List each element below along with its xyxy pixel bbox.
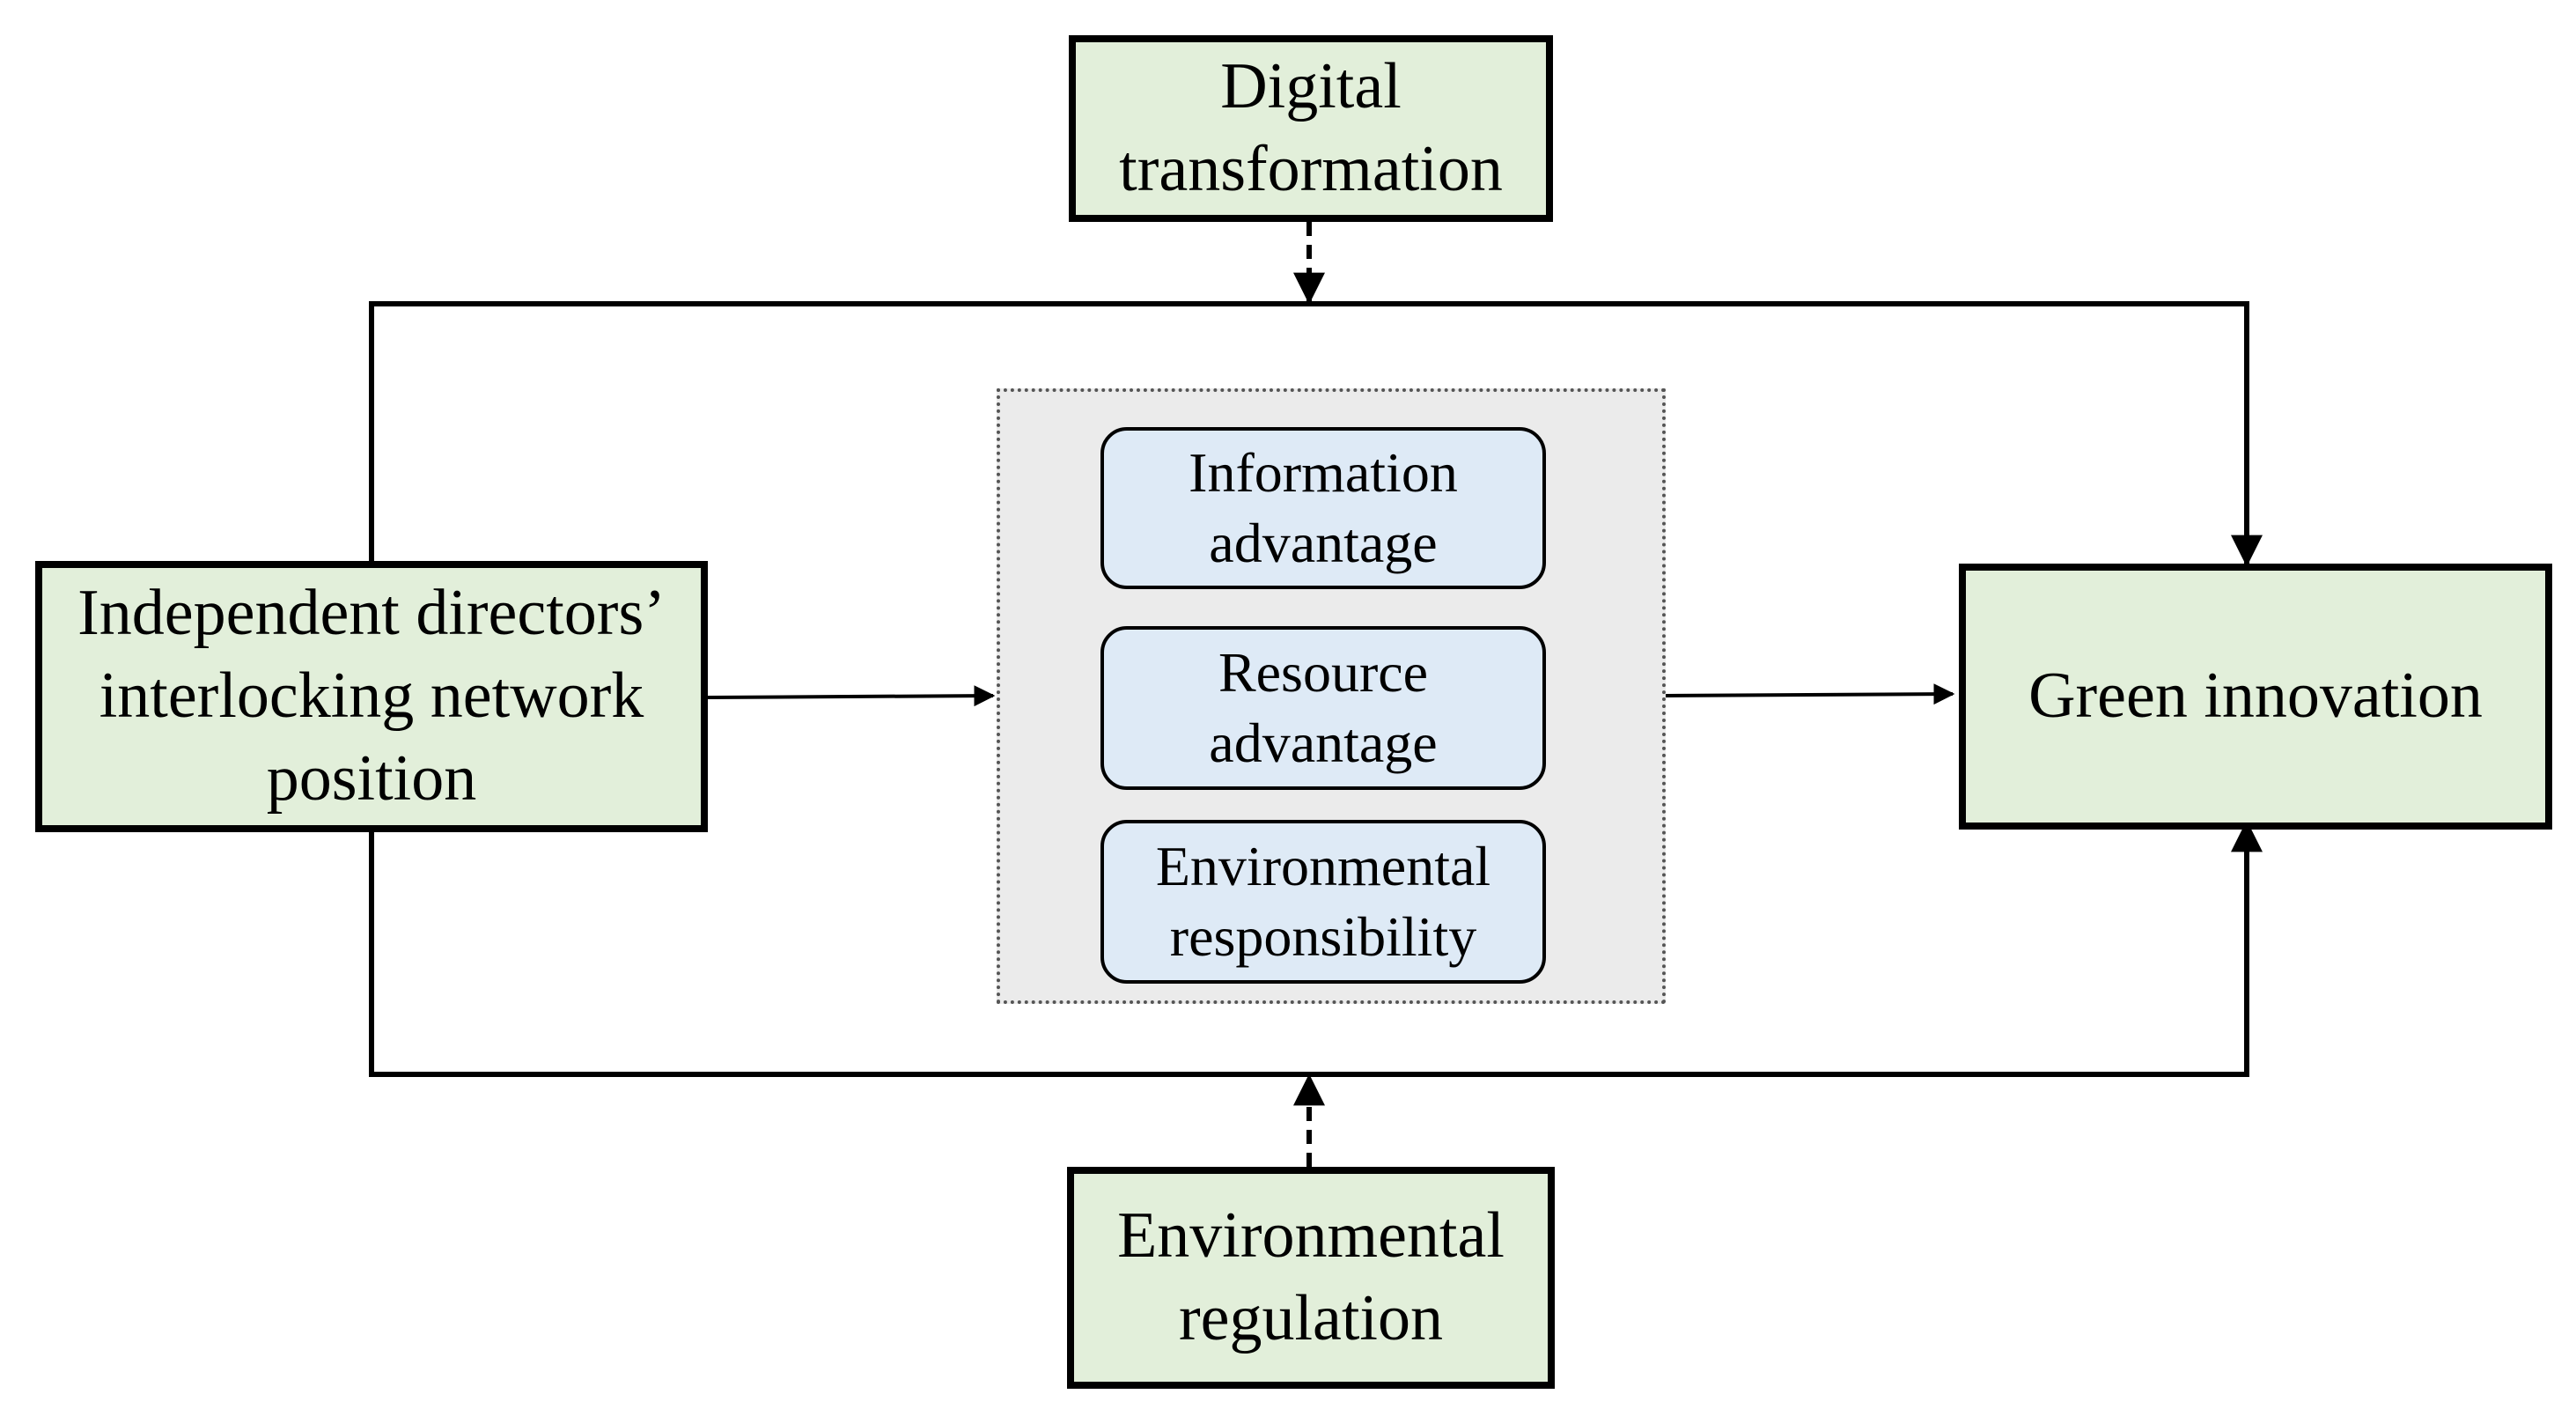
- resource-advantage-box: Resource advantage: [1100, 626, 1546, 790]
- independent-directors-box: Independent directors’ interlocking netw…: [35, 561, 708, 832]
- information-advantage-box: Information advantage: [1100, 427, 1546, 589]
- information-advantage-label: Information advantage: [1189, 441, 1458, 574]
- environmental-responsibility-box: Environmental responsibility: [1100, 820, 1546, 984]
- environmental-regulation-box: Environmental regulation: [1067, 1167, 1555, 1389]
- digital-transformation-label: Digital transformation: [1119, 50, 1503, 205]
- digital-transformation-box: Digital transformation: [1069, 35, 1553, 222]
- resource-advantage-label: Resource advantage: [1209, 641, 1438, 774]
- independent-directors-label: Independent directors’ interlocking netw…: [77, 577, 666, 815]
- environmental-regulation-label: Environmental regulation: [1117, 1199, 1505, 1354]
- green-innovation-label: Green innovation: [2028, 660, 2483, 733]
- green-innovation-box: Green innovation: [1959, 564, 2552, 830]
- independent-to-mediators-arrow: [707, 685, 996, 707]
- environmental-responsibility-label: Environmental responsibility: [1155, 835, 1491, 968]
- mediators-to-green-innovation-arrow: [1665, 683, 1955, 705]
